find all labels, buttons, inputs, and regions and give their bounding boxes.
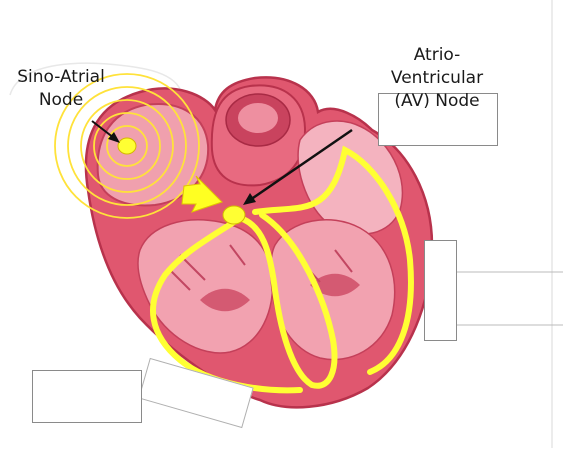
sa-node-label: Sino-Atrial Node xyxy=(6,66,116,112)
av-node-label-line3: (AV) Node xyxy=(378,90,496,113)
av-node-label: Atrio- Ventricular (AV) Node xyxy=(378,44,496,113)
av-node-dot xyxy=(223,206,245,224)
answer-box-right[interactable] xyxy=(424,240,457,341)
sa-node-label-line1: Sino-Atrial xyxy=(6,66,116,89)
av-node-label-line2: Ventricular xyxy=(378,67,496,90)
vessel-inner xyxy=(238,103,278,133)
answer-box-bottom-left[interactable] xyxy=(32,370,142,423)
sa-node-label-line2: Node xyxy=(6,89,116,112)
av-node-label-line1: Atrio- xyxy=(378,44,496,67)
sa-node-dot xyxy=(118,138,136,154)
